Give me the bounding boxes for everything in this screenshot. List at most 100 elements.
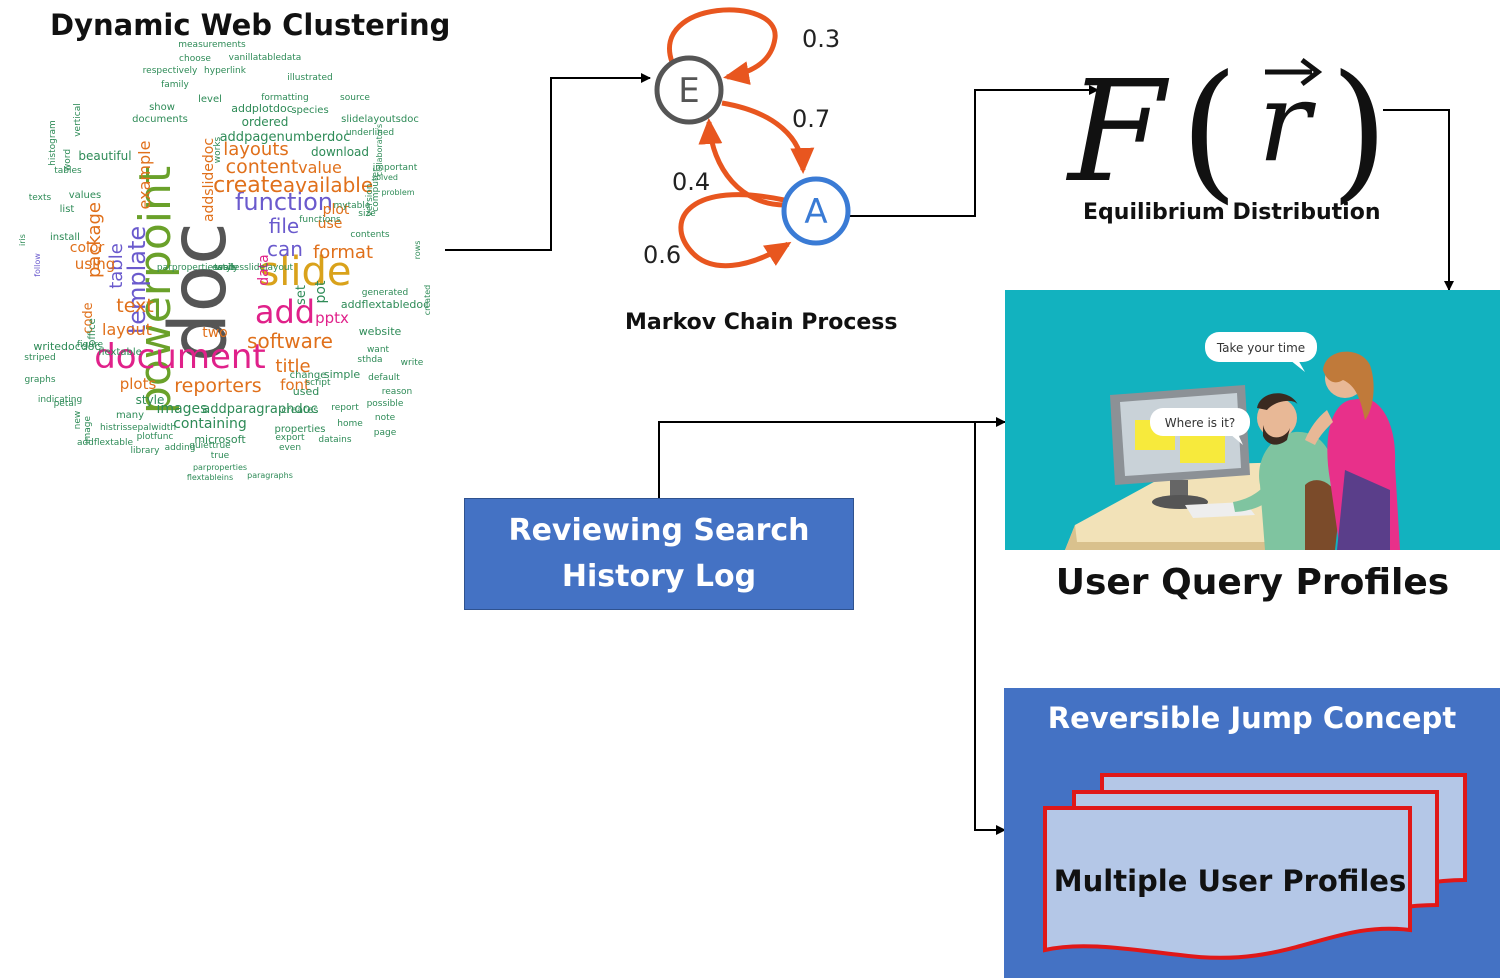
word-cloud-word: tools xyxy=(214,263,236,273)
word-cloud-word: export xyxy=(275,433,305,443)
markov-state-e-label: E xyxy=(678,71,699,111)
word-cloud-word: works xyxy=(213,136,223,163)
formula-close-paren: ) xyxy=(1330,44,1389,210)
word-cloud-word: pot xyxy=(313,280,329,303)
formula-f: F xyxy=(1065,51,1170,210)
connector-formula-to-profiles xyxy=(1383,109,1454,291)
word-cloud-word: quiettrue xyxy=(189,441,231,451)
connector-history-to-reversible-jump xyxy=(974,422,1006,835)
word-cloud-word: can xyxy=(267,237,303,261)
word-cloud-word: layouts xyxy=(223,139,289,160)
multiple-user-profiles-label: Multiple User Profiles xyxy=(1053,864,1407,898)
word-cloud-word: office xyxy=(87,318,98,345)
speech-bubble-where-is-it: Where is it? xyxy=(1150,408,1250,445)
word-cloud-word: set xyxy=(294,285,309,305)
word-cloud-word: species xyxy=(291,105,328,116)
word-cloud-word: install xyxy=(50,232,80,243)
word-cloud-word: content xyxy=(226,156,299,178)
reversible-jump-title: Reversible Jump Concept xyxy=(1047,701,1457,735)
word-cloud-word: choose xyxy=(179,54,211,64)
word-cloud-word: source xyxy=(340,93,370,103)
word-cloud-word: vanillatabledata xyxy=(229,53,302,63)
word-cloud-word: tables xyxy=(54,166,82,176)
word-cloud-word: image xyxy=(83,416,93,444)
word-cloud-word: simple xyxy=(324,368,361,381)
word-cloud-word: histrissepalwidth xyxy=(100,423,176,433)
word-cloud-word: histogram xyxy=(48,120,58,166)
word-cloud-word: page xyxy=(374,428,397,438)
word-cloud-word: created xyxy=(423,285,432,315)
word-cloud-word: slidelayoutsdoc xyxy=(341,114,419,125)
markov-prob-ae: 0.4 xyxy=(672,168,710,196)
word-cloud-word: easily xyxy=(212,263,239,273)
word-cloud-word: texts xyxy=(29,193,52,203)
office-scene: Take your time Where is it? xyxy=(1065,332,1400,550)
word-cloud-word: striped xyxy=(24,353,55,363)
speech-bubble-take-your-time: Take your time xyxy=(1205,332,1317,372)
word-cloud-word: template xyxy=(123,226,151,334)
word-cloud-word: version xyxy=(365,184,375,217)
word-cloud-word: iris xyxy=(18,234,27,246)
word-cloud-word: values xyxy=(69,190,102,201)
word-cloud-word: style xyxy=(136,393,165,407)
word-cloud-word: writedocdoc xyxy=(33,340,100,353)
markov-state-a xyxy=(781,176,851,246)
word-cloud-word: website xyxy=(359,325,402,338)
word-cloud-word: addplotdoc xyxy=(231,102,293,115)
word-cloud-word: microsoft xyxy=(194,433,246,446)
word-cloud-word: size xyxy=(358,209,376,219)
word-cloud-word: powerpoint xyxy=(130,166,181,414)
word-cloud-word: follow xyxy=(33,253,42,277)
word-cloud-word: indicating xyxy=(38,395,82,405)
word-cloud-word: show xyxy=(149,102,175,113)
word-cloud-word: generated xyxy=(362,288,409,298)
word-cloud-word: paragraphs xyxy=(247,471,293,480)
markov-edge-a-self xyxy=(678,192,792,269)
word-cloud-word: ordered xyxy=(242,115,289,129)
word-cloud-word: collaborators xyxy=(375,124,384,176)
word-cloud-word: figure xyxy=(77,340,104,350)
word-cloud-word: petal xyxy=(54,399,77,409)
word-cloud-word: family xyxy=(161,80,189,90)
word-cloud-word: possible xyxy=(367,399,404,409)
word-cloud-word: pptx xyxy=(315,309,349,327)
word-cloud-word: layout xyxy=(102,320,152,339)
word-cloud-word: add xyxy=(255,293,315,331)
word-cloud-word: home xyxy=(337,419,363,429)
word-cloud-word: code xyxy=(81,302,96,333)
word-cloud-word: beautiful xyxy=(78,149,131,163)
word-cloud-word: write xyxy=(401,358,424,368)
markov-chain-diagram: E A 0.3 0.7 0.4 0.6 xyxy=(643,7,851,269)
markov-prob-aa: 0.6 xyxy=(643,241,681,269)
word-cloud-word: vertical xyxy=(73,103,83,137)
word-cloud-word: properties xyxy=(274,424,325,435)
word-cloud-word: plots xyxy=(120,375,157,393)
markov-prob-ee: 0.3 xyxy=(802,25,840,53)
word-cloud-word: illustrated xyxy=(287,73,332,83)
word-cloud-word: flextable xyxy=(98,347,142,358)
standing-person xyxy=(1305,351,1400,550)
word-cloud-word: level xyxy=(198,94,222,105)
word-cloud-word: functions xyxy=(299,215,341,225)
word-cloud-word: document xyxy=(94,337,266,377)
word-cloud-word: new xyxy=(73,411,83,430)
word-cloud-word: value xyxy=(298,158,342,177)
word-cloud-word: addflextabledoc xyxy=(341,298,429,311)
word-cloud-word: addpagenumberdoc xyxy=(220,130,351,145)
word-cloud-word: computer xyxy=(371,168,381,212)
word-cloud-word: parpropertiesstylesslidelayout xyxy=(157,263,294,273)
word-cloud-word: addflextable xyxy=(77,438,134,448)
word-cloud-word: important xyxy=(373,163,418,173)
svg-text:Where is it?: Where is it? xyxy=(1165,416,1236,430)
word-cloud-word: images xyxy=(157,401,208,417)
vector-arrow-icon xyxy=(1265,58,1323,86)
word-cloud-word: note xyxy=(375,413,396,423)
word-cloud-word: hyperlink xyxy=(204,66,247,76)
word-cloud-word: using xyxy=(75,255,116,273)
word-cloud-word: create xyxy=(213,173,283,198)
svg-text:Take your time: Take your time xyxy=(1216,341,1305,355)
word-cloud-word: even xyxy=(279,443,301,453)
word-cloud-word: many xyxy=(116,410,144,421)
word-cloud-word: reporters xyxy=(174,375,261,397)
